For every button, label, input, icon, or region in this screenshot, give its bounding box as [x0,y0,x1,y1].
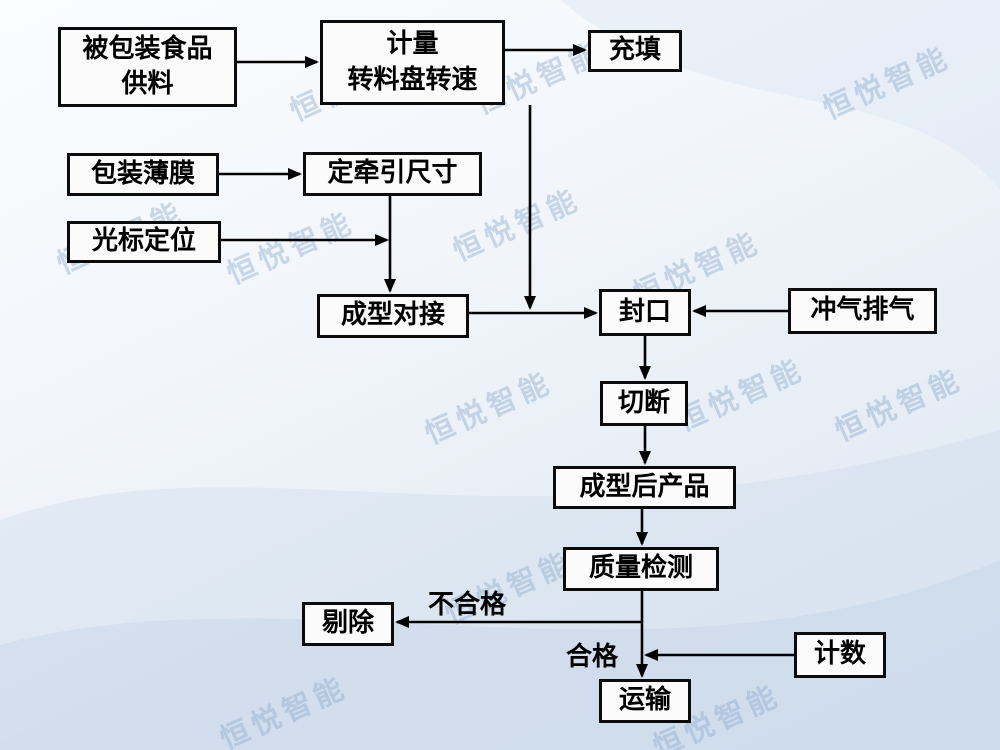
node-forming-joint: 成型对接 [317,294,469,338]
node-metering-tray: 计量 转料盘转速 [320,20,505,105]
node-counting: 计数 [794,632,886,678]
node-transport: 运输 [599,679,691,723]
node-quality-check: 质量检测 [563,547,719,591]
node-packaging-film: 包装薄膜 [67,153,219,196]
label-fail: 不合格 [428,590,507,620]
node-sealing: 封口 [599,289,691,336]
node-reject: 剔除 [302,602,394,646]
node-filling: 充填 [588,30,682,72]
node-formed-product: 成型后产品 [553,466,736,509]
label-pass: 合格 [566,642,619,672]
node-gas-exhaust: 冲气排气 [788,288,937,334]
node-traction-size: 定牵引尺寸 [303,152,482,196]
node-cutting: 切断 [600,381,688,426]
node-food-supply: 被包装食品 供料 [58,27,237,107]
node-cursor-position: 光标定位 [67,221,221,263]
